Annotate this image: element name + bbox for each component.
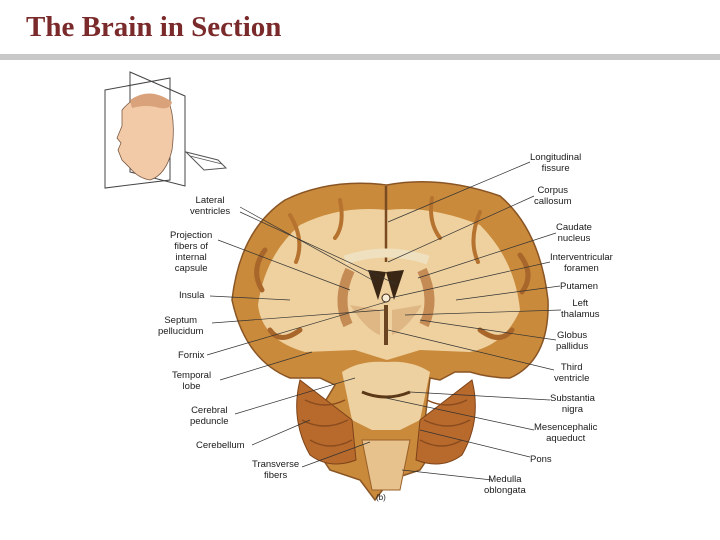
label-transverse-fibers: Transverse fibers (252, 459, 300, 481)
label-mesencephalic-aqueduct: Mesencephalic aqueduct (534, 422, 598, 444)
label-putamen: Putamen (560, 281, 599, 292)
label-cerebral-peduncle: Cerebral peduncle (190, 405, 229, 427)
label-septum-pellucidum: Septum pellucidum (158, 315, 204, 337)
slide-title: The Brain in Section (26, 11, 282, 43)
label-left-thalamus: Left thalamus (561, 298, 600, 320)
figure-tag: (b) (376, 493, 386, 502)
label-projection-fibers: Projection fibers of internal capsule (170, 230, 213, 274)
label-insula: Insula (179, 290, 205, 301)
label-interventricular-foramen: Interventricular foramen (550, 252, 613, 274)
label-lateral-ventricles: Lateral ventricles (190, 195, 231, 217)
label-globus-pallidus: Globus pallidus (556, 330, 589, 352)
label-fornix: Fornix (178, 350, 205, 361)
label-corpus-callosum: Corpus callosum (534, 185, 572, 207)
brain-coronal-section (231, 181, 549, 502)
head-orientation-inset (104, 71, 228, 189)
title-divider (0, 54, 720, 60)
label-longitudinal-fissure: Longitudinal fissure (530, 152, 582, 174)
label-pons: Pons (530, 454, 552, 465)
label-cerebellum: Cerebellum (196, 440, 245, 451)
label-substantia-nigra: Substantia nigra (550, 393, 595, 415)
leader-lines (206, 161, 562, 481)
label-medulla-oblongata: Medulla oblongata (484, 474, 526, 496)
label-temporal-lobe: Temporal lobe (172, 370, 212, 392)
label-caudate-nucleus: Caudate nucleus (556, 222, 592, 244)
label-third-ventricle: Third ventricle (554, 362, 590, 384)
